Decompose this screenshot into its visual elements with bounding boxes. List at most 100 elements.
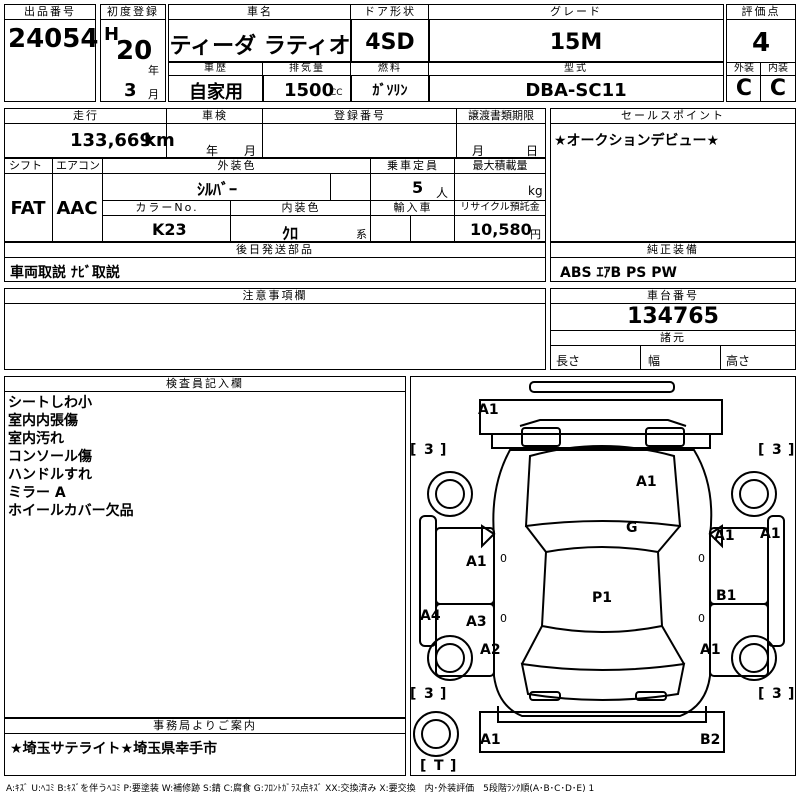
inspector-line: シートしわ小 — [8, 395, 92, 411]
insp-month-unit: 月 — [244, 144, 257, 158]
int-grade: C — [769, 76, 787, 101]
tire-rr: 3 — [772, 686, 782, 702]
genuine-text: ABS ｴｱB PS PW — [560, 265, 677, 281]
mark-front-bumper: A1 — [478, 402, 499, 418]
capacity-unit: 人 — [436, 186, 449, 200]
mark-rear-bumper-r: B2 — [700, 732, 720, 748]
score: 4 — [751, 28, 771, 58]
car-diagram: A1 A1 G P1 A1 A1 B1 A1 A1 A3 A4 A2 A1 B2… — [410, 381, 794, 774]
ext-grade: C — [735, 76, 753, 101]
transfer-label: 譲渡書類期限 — [456, 108, 546, 124]
displacement: 1500 — [284, 80, 335, 101]
mileage-unit: km — [144, 130, 175, 151]
inspector-notes: シートしわ小 室内内張傷 室内汚れ コンソール傷 ハンドルすれ ミラー A ホイ… — [8, 394, 398, 520]
mark-roof: P1 — [592, 590, 612, 606]
year-unit: 年 — [148, 64, 159, 77]
capacity: 5 — [412, 178, 424, 197]
ext-label: 外装 — [726, 62, 762, 76]
color-no: K23 — [152, 220, 187, 239]
sales-label: セールスポイント — [550, 108, 796, 124]
tire-lf: 3 — [424, 442, 434, 458]
displacement-label: 排気量 — [262, 62, 352, 76]
svg-text:]: ] — [450, 758, 456, 774]
later-label: 後日発送部品 — [4, 242, 546, 258]
tire-lr: 3 — [424, 686, 434, 702]
door-type: 4SD — [365, 30, 415, 55]
fuel-label: 燃料 — [350, 62, 430, 76]
lot-label: 出品番号 — [4, 4, 96, 20]
svg-text:[: [ — [410, 686, 416, 702]
regno-label: 登録番号 — [262, 108, 458, 124]
notes-label: 注意事項欄 — [4, 288, 546, 304]
transfer-day-unit: 日 — [526, 144, 539, 158]
mark-lf-door: A1 — [466, 554, 487, 570]
chassis-label: 車台番号 — [550, 288, 796, 304]
mileage-label: 走行 — [4, 108, 168, 124]
maxload-unit: kg — [528, 184, 543, 198]
history: 自家用 — [189, 82, 243, 103]
sales-text: ★オークションデビュー★ — [554, 133, 720, 149]
era: H — [104, 24, 120, 45]
inspector-line: ミラー A — [8, 485, 66, 501]
genuine-label: 純正装備 — [550, 242, 796, 258]
sales-box — [550, 108, 796, 242]
office-text: ★埼玉サテライト★埼玉県幸手市 — [10, 741, 218, 757]
svg-text:[: [ — [758, 686, 764, 702]
insp-year-unit: 年 — [206, 144, 219, 158]
int-color: ｸﾛ — [282, 224, 299, 243]
int-color-label: 内装色 — [230, 200, 372, 216]
model: DBA-SC11 — [525, 80, 627, 101]
mark-hood: A1 — [636, 474, 657, 490]
transfer-month-unit: 月 — [472, 144, 485, 158]
inspector-line: コンソール傷 — [8, 449, 92, 465]
later-text: 車両取説 ﾅﾋﾞ取説 — [10, 265, 120, 281]
color-no-label: カラーNo. — [102, 200, 232, 216]
spec-length: 長さ — [556, 354, 581, 368]
svg-text:[: [ — [758, 442, 764, 458]
office-label: 事務局よりご案内 — [4, 718, 406, 734]
mark-rr-quarter: A1 — [700, 642, 721, 658]
door-label: ドア形状 — [350, 4, 430, 20]
mark-rr-door: B1 — [716, 588, 736, 604]
inspector-line: ホイールカバー欠品 — [8, 503, 134, 519]
zero-mark: 0 — [698, 612, 705, 625]
spec-height: 高さ — [726, 354, 751, 368]
tire-rf: 3 — [772, 442, 782, 458]
spec-label: 諸元 — [550, 330, 796, 346]
model-label: 型式 — [428, 62, 724, 76]
capacity-label: 乗車定員 — [370, 158, 456, 174]
inspector-label: 検査員記入欄 — [4, 376, 406, 392]
mark-windshield: G — [626, 520, 638, 536]
car-name: ティーダ ラティオ — [169, 34, 351, 59]
reg-month: 3 — [124, 80, 137, 101]
inspector-line: 室内内張傷 — [8, 413, 78, 429]
svg-text:[: [ — [410, 442, 416, 458]
shift-label: シフト — [4, 158, 54, 174]
history-label: 車歴 — [168, 62, 264, 76]
int-color-unit: 系 — [356, 228, 367, 241]
zero-mark: 0 — [500, 552, 507, 565]
fuel: ｶﾞｿﾘﾝ — [372, 83, 408, 99]
mark-lr-quarter: A2 — [480, 642, 501, 658]
inspector-line: ハンドルすれ — [8, 467, 92, 483]
chassis-number: 134765 — [627, 304, 719, 329]
svg-text:]: ] — [788, 686, 794, 702]
svg-text:]: ] — [440, 686, 446, 702]
maxload-label: 最大積載量 — [454, 158, 546, 174]
mileage: 133,669 — [70, 130, 152, 151]
lot-number: 24054 — [8, 24, 99, 54]
ac: AAC — [56, 198, 98, 219]
import-label: 輸入車 — [370, 200, 456, 216]
mark-lr-edge: A4 — [420, 608, 441, 624]
legend: A:ｷｽﾞ U:ﾍｺﾐ B:ｷｽﾞを伴うﾍｺﾐ P:要塗装 W:補修跡 S:錆 … — [6, 784, 595, 794]
mark-rf-fender: A1 — [714, 528, 735, 544]
mark-lr-door: A3 — [466, 614, 487, 630]
ext-color: ｼﾙﾊﾞｰ — [196, 180, 237, 199]
svg-text:]: ] — [788, 442, 794, 458]
svg-text:]: ] — [440, 442, 446, 458]
recycle-unit: 円 — [530, 228, 541, 241]
zero-mark: 0 — [500, 612, 507, 625]
car-name-label: 車名 — [168, 4, 352, 20]
grade-label: グレード — [428, 4, 724, 20]
displacement-unit: CC — [330, 88, 343, 98]
